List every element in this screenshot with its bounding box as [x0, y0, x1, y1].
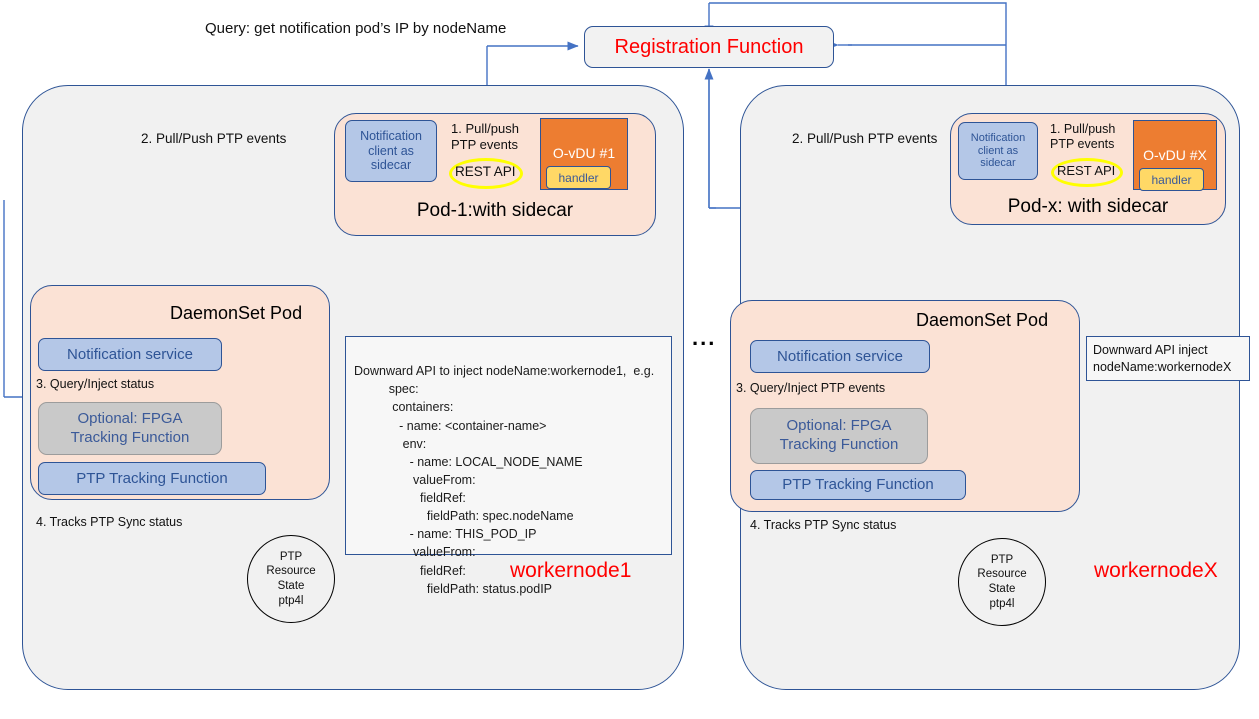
ptp-resource-state-circle-1: PTP Resource State ptp4l: [247, 535, 335, 623]
ptp-circle-line-1: PTP: [990, 553, 1014, 566]
worker-node-1-label: workernode1: [510, 559, 632, 582]
cluster-ellipsis: ...: [692, 325, 717, 350]
sidecar-line-1: Notification: [970, 131, 1026, 144]
fpga-line-2: Tracking Function: [70, 428, 190, 446]
worker-node-x-label: workernodeX: [1094, 559, 1218, 582]
daemonset-pod-1-title: DaemonSet Pod: [170, 303, 303, 323]
pod-1-step1-label: 1. Pull/push PTP events: [451, 121, 549, 152]
downward-api-callout-x: Downward API inject nodeName:workernodeX: [1086, 336, 1250, 381]
registration-function-box[interactable]: Registration Function: [584, 26, 834, 68]
sidecar-line-2: client as: [368, 143, 414, 158]
pod-x-sidecar-box[interactable]: Notification client as sidecar: [958, 122, 1038, 180]
notification-service-1[interactable]: Notification service: [38, 338, 222, 371]
ptp-circle-line-3: State: [988, 583, 1016, 595]
ovdu-label: O-vDU #1: [552, 145, 616, 161]
fpga-tracking-function-1[interactable]: Optional: FPGA Tracking Function: [38, 402, 222, 455]
node-x-step4-label: 4. Tracks PTP Sync status: [750, 518, 897, 532]
sidecar-line-3: sidecar: [980, 157, 1016, 170]
ovdu-handler-box[interactable]: handler: [1139, 168, 1204, 191]
pod-x-title: Pod-x: with sidecar: [1007, 196, 1169, 217]
pod-1-title: Pod-1:with sidecar: [416, 200, 574, 221]
fpga-line-1: Optional: FPGA: [77, 409, 183, 427]
pod-1-ovdu-box[interactable]: O-vDU #1 handler: [540, 118, 628, 190]
pod-1-rest-api-highlight: [449, 158, 523, 189]
pod-1-rest-api-label: REST API: [455, 164, 516, 179]
callout-line-2: nodeName:workernodeX: [1093, 359, 1232, 374]
ptp-tracking-function-1[interactable]: PTP Tracking Function: [38, 462, 266, 495]
pod-x-ovdu-box[interactable]: O-vDU #X handler: [1133, 120, 1217, 191]
fpga-tracking-function-x[interactable]: Optional: FPGA Tracking Function: [750, 408, 928, 464]
downward-api-code-box-1: Downward API to inject nodeName:workerno…: [345, 336, 672, 596]
ovdu-handler-box[interactable]: handler: [546, 166, 611, 189]
pod-x-rest-api-highlight: [1051, 158, 1123, 187]
notification-service-x[interactable]: Notification service: [750, 340, 930, 373]
downward-api-yaml-lines: spec: containers: - name: <container-nam…: [388, 382, 583, 596]
query-label: Query: get notification pod’s IP by node…: [205, 20, 507, 37]
step1-line-1: 1. Pull/push: [451, 121, 519, 136]
ptp-circle-line-4: ptp4l: [278, 594, 304, 607]
node-x-step2-label: 2. Pull/Push PTP events: [792, 131, 938, 146]
callout-line-1: Downward API inject: [1093, 343, 1208, 357]
fpga-line-2: Tracking Function: [779, 436, 899, 453]
ptp-circle-line-2: Resource: [977, 568, 1027, 581]
ptp-circle-line-4: ptp4l: [989, 597, 1015, 610]
ovdu-label: O-vDU #X: [1143, 147, 1207, 163]
fpga-line-1: Optional: FPGA: [786, 417, 892, 435]
step1-line-2: PTP events: [1050, 137, 1115, 151]
node-x-step3-label: 3. Query/Inject PTP events: [736, 381, 886, 395]
daemonset-pod-x-title: DaemonSet Pod: [916, 310, 1049, 330]
pod-x-step1-label: 1. Pull/push PTP events: [1050, 122, 1145, 152]
node-1-step2-label: 2. Pull/Push PTP events: [141, 131, 287, 146]
step1-line-1: 1. Pull/push: [1050, 122, 1116, 136]
ptp-tracking-function-x[interactable]: PTP Tracking Function: [750, 470, 966, 500]
pod-1-sidecar-box[interactable]: Notification client as sidecar: [345, 120, 437, 182]
ptp-circle-line-1: PTP: [279, 550, 303, 563]
node-1-step3-label: 3. Query/Inject status: [36, 377, 155, 391]
ptp-resource-state-circle-x: PTP Resource State ptp4l: [958, 538, 1046, 626]
node-1-step4-label: 4. Tracks PTP Sync status: [36, 515, 183, 529]
sidecar-line-2: client as: [977, 144, 1019, 157]
step1-line-2: PTP events: [451, 136, 518, 152]
downward-api-heading: Downward API to inject nodeName:workerno…: [354, 364, 655, 379]
sidecar-line-3: sidecar: [370, 158, 412, 173]
pod-x-rest-api-label: REST API: [1057, 163, 1116, 178]
ptp-circle-line-3: State: [277, 580, 305, 592]
ptp-circle-line-2: Resource: [266, 565, 316, 578]
sidecar-line-1: Notification: [360, 128, 422, 143]
